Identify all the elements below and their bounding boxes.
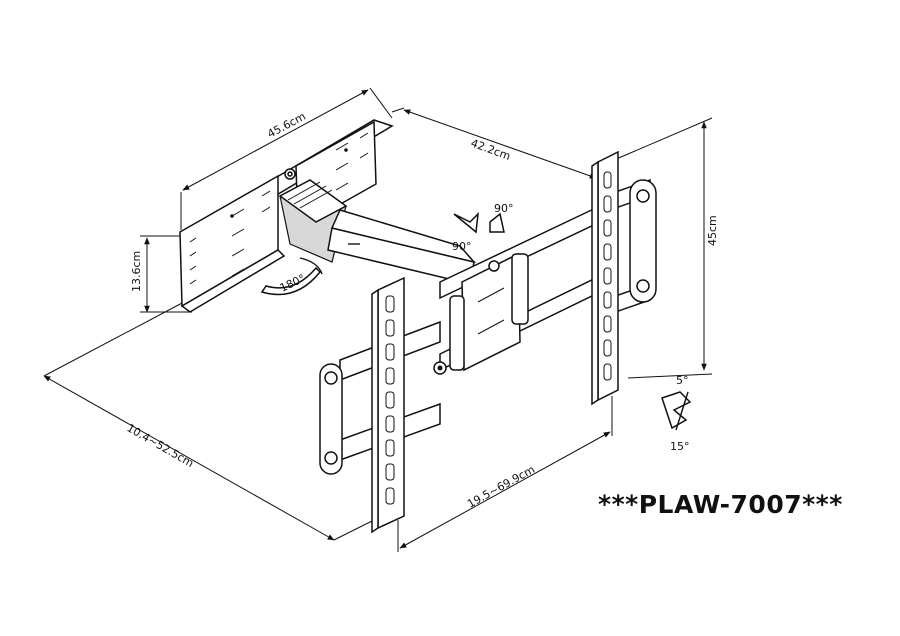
dimension-vesa-height: 45cm — [613, 117, 719, 379]
head-bracket — [433, 204, 601, 375]
label-extension: 10.4~52.5cm — [125, 421, 196, 470]
main-arm — [327, 209, 477, 285]
label-vesa-width: 19.5~69.9cm — [465, 463, 537, 511]
right-extension-arm — [603, 178, 657, 318]
label-13-6cm: 13.6cm — [130, 251, 143, 292]
swivel-indicator: 90° 90° — [452, 202, 514, 253]
label-45cm: 45cm — [706, 215, 719, 246]
label-tilt-down: 15° — [670, 440, 690, 453]
tilt-indicator: 5° 15° — [661, 374, 692, 453]
label-swivel-right: 90° — [494, 202, 514, 215]
right-vertical-rail — [591, 150, 619, 406]
dimension-arm-length: 42.2cm — [391, 107, 597, 179]
left-vertical-rail — [371, 276, 405, 534]
model-number: ***PLAW-7007*** — [598, 490, 843, 519]
label-45-6cm: 45.6cm — [265, 110, 308, 141]
label-tilt-up: 5° — [676, 374, 689, 387]
label-swivel-left: 90° — [452, 240, 472, 253]
